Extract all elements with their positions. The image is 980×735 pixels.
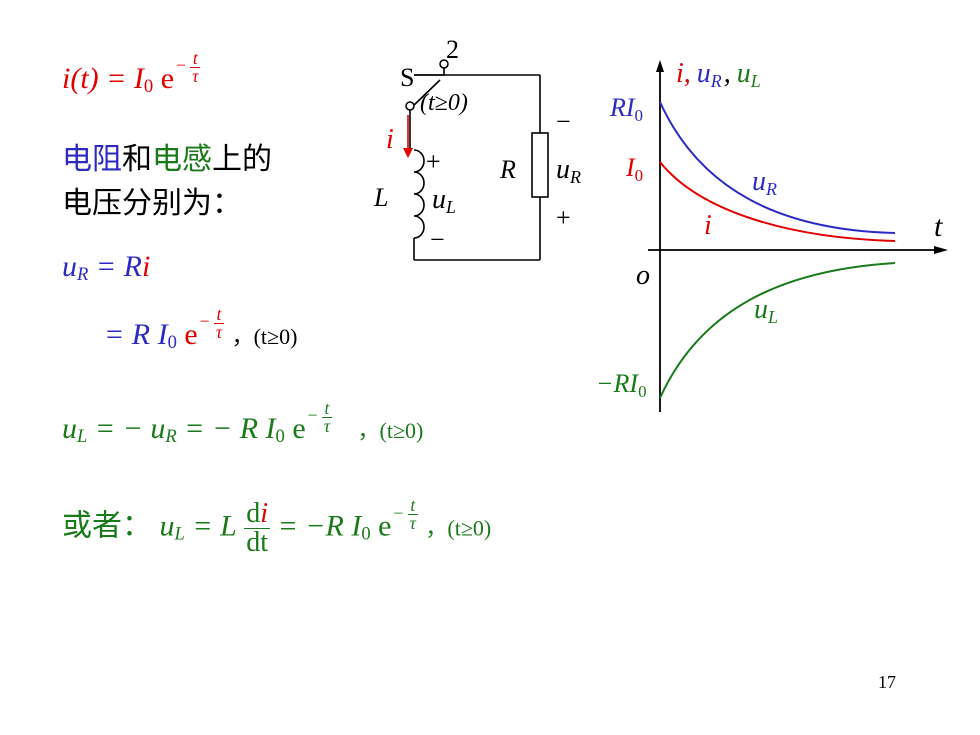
- heading-line1: 电阻和电感上的: [62, 142, 272, 177]
- ul-label: uL: [432, 184, 456, 217]
- response-graph: i,uR,uL RI0 I0 uR i t o uL −RI0: [596, 58, 948, 412]
- curve-i: [659, 161, 896, 242]
- switch-condition: (t≥0): [420, 90, 468, 116]
- label-uL: uL: [754, 294, 778, 327]
- x-axis-arrow: [934, 246, 948, 254]
- switch-label: S: [400, 63, 414, 92]
- resistor-minus: −: [556, 107, 571, 136]
- resistor-label: R: [499, 155, 516, 184]
- terminal-2: 2: [446, 35, 459, 64]
- ur-equation: uR = Ri: [62, 250, 151, 286]
- origin-label: o: [636, 260, 650, 291]
- ur-label: uR: [556, 154, 581, 187]
- resistor-plus: +: [556, 203, 571, 232]
- page-number: 17: [878, 672, 896, 692]
- current-label: i: [386, 124, 394, 155]
- label-uR: uR: [752, 166, 777, 199]
- inductor-plus: +: [426, 147, 441, 176]
- label-RI0: RI0: [609, 93, 643, 125]
- y-title: i,uR,uL: [676, 58, 761, 91]
- inductor-minus: −: [430, 225, 445, 254]
- label-negRI0: −RI0: [596, 369, 647, 401]
- x-label: t: [934, 210, 943, 243]
- heading-line2: 电压分别为：: [62, 186, 242, 221]
- circuit-diagram: S 2 (t≥0) i + L uL − − R uR +: [373, 35, 581, 261]
- curve-uL: [659, 262, 896, 399]
- inductor-label: L: [373, 183, 388, 212]
- label-i: i: [704, 210, 712, 241]
- label-I0: I0: [625, 153, 643, 185]
- y-axis-arrow: [656, 60, 664, 72]
- curve-uR: [659, 101, 896, 234]
